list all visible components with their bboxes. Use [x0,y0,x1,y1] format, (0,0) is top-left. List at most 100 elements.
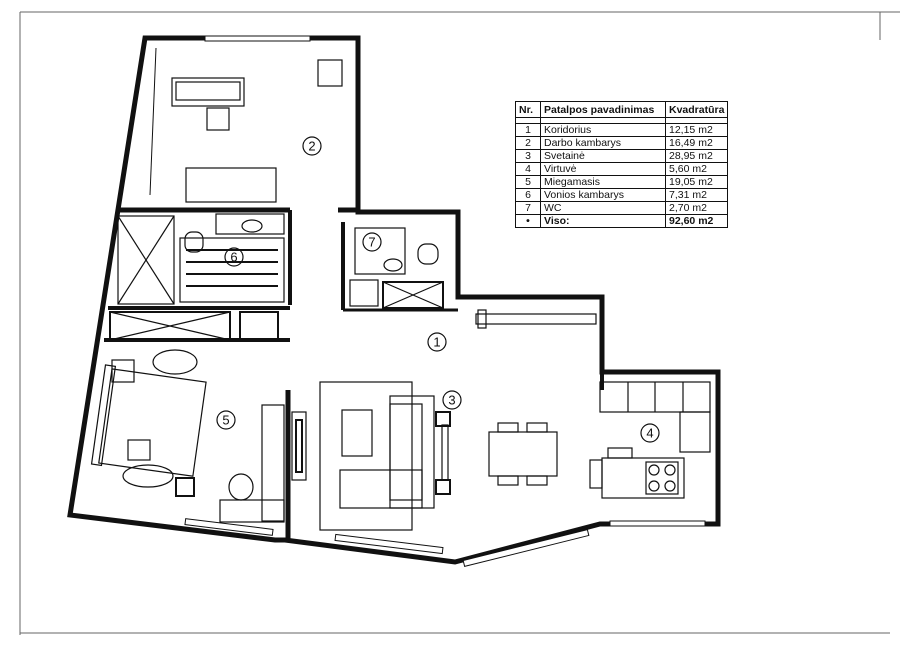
total-area: 92,60 m2 [664,214,729,228]
window-bottom-living-left [334,533,444,555]
room-marker-7: 7 [362,232,382,252]
room-number-4: 4 [646,426,653,441]
study-sofa [185,167,277,203]
row-area: 5,60 m2 [664,162,729,176]
row-area: 2,70 m2 [664,201,729,215]
tv-unit [291,411,307,481]
table-row: 3 Svetainė 28,95 m2 [515,149,729,163]
wc-toilet [417,243,439,265]
bath-sink [241,219,263,233]
shaft-bath [109,311,231,341]
header-area: Kvadratūra [664,101,729,118]
burner-3 [648,480,660,492]
shower-tray [117,215,175,305]
row-name: Koridorius [540,123,666,137]
bedroom-dresser [219,499,285,523]
bath-toilet [184,231,204,253]
pillow-2 [127,439,151,461]
burner-1 [648,464,660,476]
bed-headboard [90,364,117,467]
table-row: 1 Koridorius 12,15 m2 [515,123,729,137]
header-nr: Nr. [515,101,541,118]
table-row: 4 Virtuvė 5,60 m2 [515,162,729,176]
side-table-bottom [435,479,451,495]
kitchen-stool [607,447,633,459]
room-number-1: 1 [433,335,440,350]
sofa-chaise [339,469,423,509]
row-nr: 4 [515,162,541,176]
total-name: Viso: [540,214,666,228]
row-name: Miegamasis [540,175,666,189]
kitchen-island [601,457,685,499]
window-bottom-kitchen [609,520,706,527]
room-marker-6: 6 [224,247,244,267]
console-table [441,424,449,481]
table-row: 6 Vonios kambarys 7,31 m2 [515,188,729,202]
table-row: 5 Miegamasis 19,05 m2 [515,175,729,189]
row-area: 28,95 m2 [664,149,729,163]
window-top-study [204,35,311,42]
bedroom-rug-bottom [122,464,174,488]
dining-chair-3 [497,475,519,486]
dining-chair-2 [526,422,548,433]
tv-unit-inner [295,419,303,473]
row-name: Virtuvė [540,162,666,176]
row-name: Darbo kambarys [540,136,666,150]
row-nr: 6 [515,188,541,202]
room-marker-5: 5 [216,410,236,430]
row-nr: 7 [515,201,541,215]
table-row: 7 WC 2,70 m2 [515,201,729,215]
row-nr: 3 [515,149,541,163]
bedroom-rug-top [152,349,198,375]
corridor-shelf [475,313,597,325]
bedroom-nightstand [175,477,195,497]
cooktop [645,461,679,495]
room-number-3: 3 [448,393,455,408]
shaft-wc [382,281,444,309]
room-marker-4: 4 [640,423,660,443]
wc-sink [354,227,406,275]
room-marker-3: 3 [442,390,462,410]
area-table: Nr. Patalpos pavadinimas Kvadratūra 1 Ko… [515,101,729,228]
room-marker-1: 1 [427,332,447,352]
header-name: Patalpos pavadinimas [540,101,666,118]
kitchen-island-end [589,459,603,489]
study-chair [206,107,230,131]
room-number-7: 7 [368,235,375,250]
area-table-header: Nr. Patalpos pavadinimas Kvadratūra [515,101,729,118]
row-area: 19,05 m2 [664,175,729,189]
shower-cross-b [117,215,175,305]
row-name: WC [540,201,666,215]
dining-chair-1 [497,422,519,433]
bath-sink-counter [215,213,285,235]
sofa-seat [389,403,423,501]
row-nr: 2 [515,136,541,150]
row-name: Vonios kambarys [540,188,666,202]
bathtub [179,237,285,303]
room-number-2: 2 [308,139,315,154]
bedroom-chair [228,473,254,501]
bed [98,368,207,477]
wc-box [349,279,379,307]
row-area: 16,49 m2 [664,136,729,150]
total-nr: • [515,214,541,228]
corridor-shelf-end [477,309,487,329]
outer-wall [67,35,721,565]
burner-4 [664,480,676,492]
window-left-study [149,47,157,196]
wardrobe [261,404,285,522]
row-name: Svetainė [540,149,666,163]
window-bottom-bedroom [184,518,274,536]
room-number-6: 6 [230,250,237,265]
wc-basin [383,258,403,272]
row-area: 7,31 m2 [664,188,729,202]
dining-chair-4 [526,475,548,486]
coffee-table [341,409,373,457]
row-nr: 5 [515,175,541,189]
kitchen-counter-side [679,411,711,453]
burner-2 [664,464,676,476]
table-total-row: • Viso: 92,60 m2 [515,214,729,228]
living-rug [319,381,413,531]
row-nr: 1 [515,123,541,137]
